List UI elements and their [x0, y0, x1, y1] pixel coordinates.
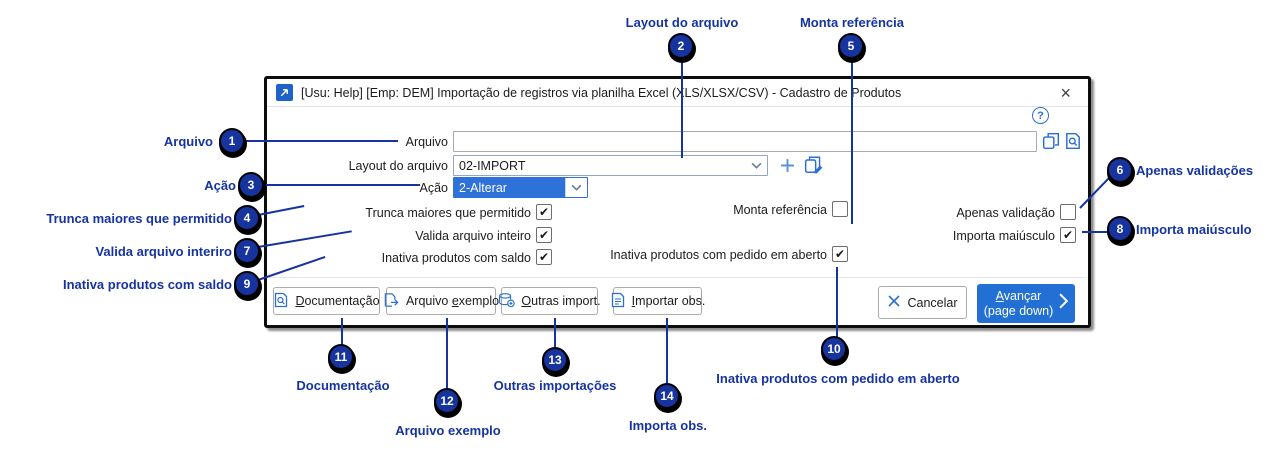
annotation-label-apenas: Apenas validações — [1136, 163, 1254, 178]
callout-line-11 — [341, 318, 343, 346]
balloon-7: 7 — [234, 238, 260, 264]
doc-preview-icon[interactable] — [1064, 132, 1082, 150]
balloon-9: 9 — [234, 271, 260, 297]
import-dialog: [Usu: Help] [Emp: DEM] Importação de reg… — [264, 76, 1091, 328]
callout-line-13 — [554, 318, 556, 349]
callout-line-2 — [681, 59, 683, 158]
balloon-11: 11 — [328, 344, 354, 370]
export-file-icon — [383, 292, 400, 311]
layout-selected-value: 02-IMPORT — [459, 158, 526, 173]
callout-line-12 — [446, 318, 448, 389]
annotation-label-trunca: Trunca maiores que permitido — [46, 211, 232, 226]
app-icon — [276, 84, 293, 101]
help-icon[interactable]: ? — [1032, 107, 1049, 124]
trunca-checkbox[interactable]: ✔ — [536, 204, 552, 220]
outras-import-button[interactable]: Outras import. — [498, 287, 601, 315]
callout-line-3 — [264, 184, 420, 186]
arquivo-input[interactable] — [453, 131, 1037, 152]
chevron-down-icon — [745, 156, 767, 175]
balloon-8: 8 — [1107, 216, 1133, 242]
chevron-right-icon — [1059, 293, 1069, 314]
copy-icon[interactable] — [1042, 132, 1060, 150]
maiusculo-checkbox[interactable]: ✔ — [1060, 227, 1076, 243]
avancar-button[interactable]: Avançar (page down) — [977, 284, 1075, 323]
annotation-label-arquivo-exemplo: Arquivo exemplo — [395, 423, 501, 438]
doc-search-icon — [273, 292, 289, 311]
balloon-3: 3 — [238, 172, 264, 198]
avancar-label: Avançar — [995, 288, 1042, 303]
avancar-sublabel: (page down) — [983, 303, 1054, 318]
layout-select[interactable]: 02-IMPORT — [453, 155, 768, 176]
importar-obs-button[interactable]: Importar obs. — [610, 287, 705, 315]
balloon-4: 4 — [234, 205, 260, 231]
doc-text-icon — [610, 292, 626, 311]
callout-line-5 — [851, 59, 853, 224]
monta-checkbox[interactable] — [832, 201, 848, 217]
balloon-12: 12 — [434, 388, 460, 414]
annotation-label-maiusculo: Importa maiúsculo — [1136, 222, 1252, 237]
cancel-x-icon — [887, 294, 901, 311]
arquivo-field-label: Arquivo — [405, 135, 448, 149]
annotation-label-acao: Ação — [204, 178, 236, 193]
annotation-label-monta: Monta referência — [799, 15, 905, 30]
inativa-pedido-label: Inativa produtos com pedido em aberto — [610, 248, 827, 262]
arquivo-exemplo-button[interactable]: Arquivo exemplo — [383, 287, 499, 315]
inativa-saldo-checkbox[interactable]: ✔ — [536, 249, 552, 265]
window-title: [Usu: Help] [Emp: DEM] Importação de reg… — [301, 85, 902, 100]
inativa-saldo-label: Inativa produtos com saldo — [381, 251, 531, 265]
annotation-label-valida: Valida arquivo interiro — [95, 244, 232, 259]
annotation-label-inativa-saldo: Inativa produtos com saldo — [62, 277, 232, 292]
balloon-10: 10 — [821, 336, 847, 362]
annotation-label-documentacao: Documentação — [296, 378, 390, 393]
monta-label: Monta referência — [733, 203, 827, 217]
callout-line-14 — [666, 318, 668, 384]
maiusculo-label: Importa maiúsculo — [952, 229, 1055, 243]
balloon-1: 1 — [219, 128, 245, 154]
title-bar: [Usu: Help] [Emp: DEM] Importação de reg… — [267, 79, 1088, 107]
balloon-2: 2 — [668, 33, 694, 59]
annotation-label-inativa-pedido: Inativa produtos com pedido em aberto — [716, 371, 960, 386]
inativa-pedido-checkbox[interactable]: ✔ — [832, 246, 848, 262]
valida-label: Valida arquivo inteiro — [415, 229, 531, 243]
documentacao-button[interactable]: Documentação — [273, 287, 380, 315]
trunca-label: Trunca maiores que permitido — [365, 206, 531, 220]
footer-separator — [269, 277, 1086, 278]
add-layout-icon[interactable] — [779, 157, 796, 174]
cancelar-button[interactable]: Cancelar — [878, 286, 967, 319]
close-icon[interactable]: × — [1060, 82, 1071, 103]
copy-layout-icon[interactable] — [804, 156, 824, 174]
valida-checkbox[interactable]: ✔ — [536, 227, 552, 243]
chevron-down-icon — [565, 178, 587, 197]
balloon-13: 13 — [542, 347, 568, 373]
balloon-14: 14 — [654, 383, 680, 409]
acao-field-label: Ação — [419, 181, 449, 195]
annotation-label-layout: Layout do arquivo — [625, 15, 739, 30]
annotation-label-outras: Outras importações — [493, 378, 617, 393]
balloon-6: 6 — [1107, 157, 1133, 183]
acao-select[interactable]: 2-Alterar — [453, 177, 588, 198]
apenas-label: Apenas validação — [956, 206, 1055, 220]
apenas-checkbox[interactable] — [1060, 204, 1076, 220]
callout-line-10 — [836, 267, 838, 337]
acao-selected-value: 2-Alterar — [454, 178, 565, 197]
callout-line-1 — [246, 140, 398, 142]
database-add-icon — [498, 292, 516, 311]
layout-field-label: Layout do arquivo — [348, 159, 448, 173]
balloon-5: 5 — [838, 33, 864, 59]
annotation-label-importa-obs: Importa obs. — [628, 418, 707, 433]
annotation-label-arquivo: Arquivo — [163, 134, 213, 149]
callout-line-8 — [1082, 231, 1108, 233]
